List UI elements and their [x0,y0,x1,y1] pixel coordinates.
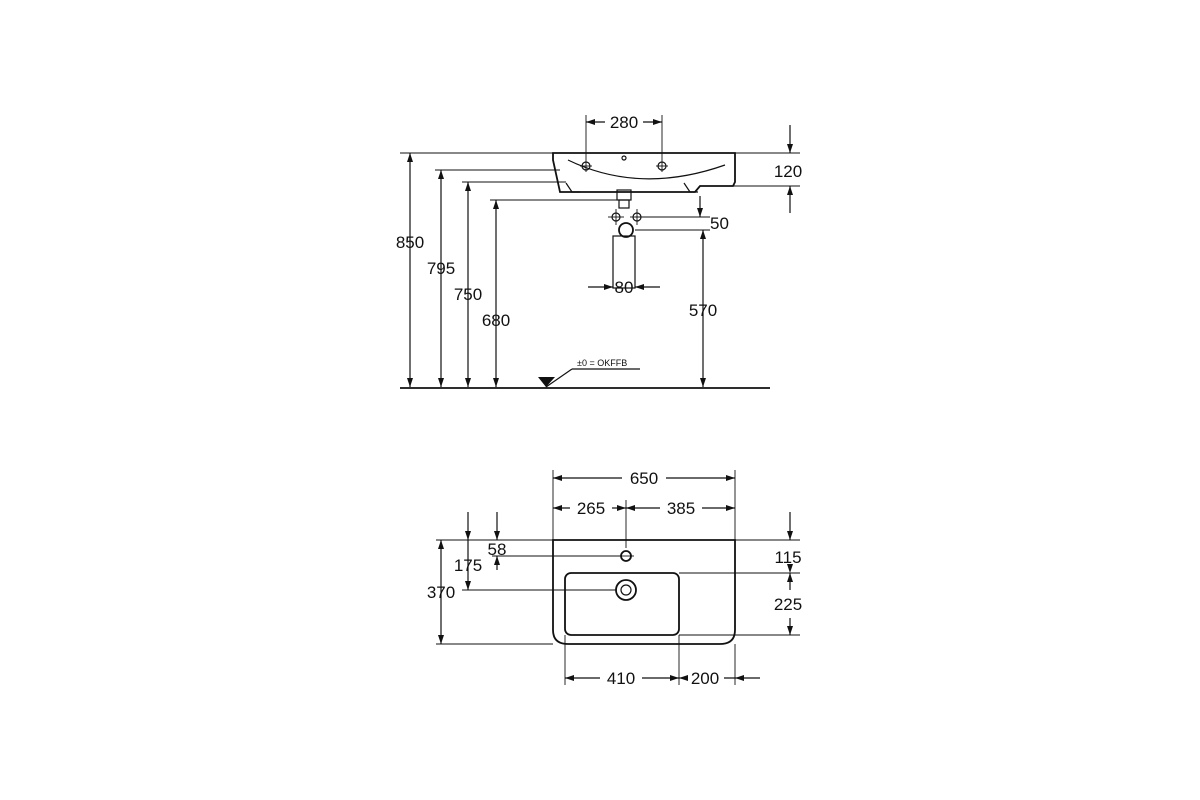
dim-650: 650 [630,469,658,488]
dim-58: 58 [488,540,507,559]
floor-note: ±0 = OKFFB [577,358,627,368]
dim-570: 570 [689,301,717,320]
drain-icon [615,579,637,601]
dim-385: 385 [667,499,695,518]
dim-265: 265 [577,499,605,518]
dim-225: 225 [774,595,802,614]
dim-750: 750 [454,285,482,304]
dim-80: 80 [615,278,634,297]
side-view: 280 120 50 570 80 850 [396,113,802,389]
dim-115: 115 [774,548,801,567]
dim-795: 795 [427,259,455,278]
trap-outlet-icon [618,222,634,238]
dim-175: 175 [454,556,482,575]
dim-410: 410 [607,669,635,688]
dim-200: 200 [691,669,719,688]
dim-370: 370 [427,583,455,602]
basin-top-outline [552,539,736,645]
dim-850: 850 [396,233,424,252]
floor-level-symbol [538,377,555,387]
dim-50: 50 [710,214,729,233]
top-view: 650 265 385 58 175 370 [427,469,802,688]
dim-280: 280 [610,113,638,132]
dim-120: 120 [774,162,802,181]
dim-680: 680 [482,311,510,330]
bowl-outline [564,572,680,636]
